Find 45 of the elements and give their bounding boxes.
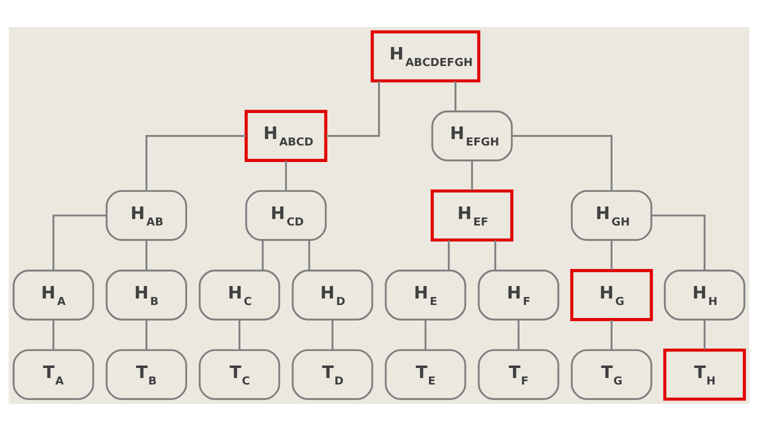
connector: [146, 135, 246, 191]
connector: [512, 135, 612, 191]
connector: [52, 214, 106, 270]
node-box: H$_{A}$: [12, 270, 94, 320]
connector: [146, 320, 148, 350]
connector: [52, 320, 54, 350]
node-box: H$_{E}$: [384, 270, 466, 320]
node-box: H$_{CD}$: [245, 190, 327, 241]
connector: [308, 240, 310, 270]
node-box: H$_{F}$: [478, 270, 560, 320]
connector: [610, 240, 612, 270]
node-box: T$_{G}$: [570, 349, 652, 400]
node-box: T$_{E}$: [384, 349, 466, 400]
node-box: H$_{ABCDEFGH}$: [370, 30, 480, 82]
connector: [704, 320, 706, 350]
node-box: H$_{C}$: [198, 270, 280, 320]
connector: [285, 160, 287, 190]
node-box: T$_{D}$: [292, 349, 374, 400]
connector: [494, 240, 496, 270]
connector: [146, 240, 148, 270]
node-box: H$_{AB}$: [106, 190, 188, 241]
node-box: H$_{G}$: [570, 269, 653, 322]
node-box: H$_{B}$: [106, 270, 188, 320]
connector: [518, 320, 520, 350]
connector: [471, 160, 473, 190]
connector: [448, 240, 450, 270]
connector: [652, 214, 706, 270]
node-box: H$_{EFGH}$: [431, 110, 513, 162]
node-box: T$_{A}$: [12, 349, 94, 400]
node-box: T$_{H}$: [663, 348, 746, 401]
node-box: T$_{C}$: [198, 349, 280, 400]
node-box: H$_{ABCD}$: [244, 110, 328, 162]
connector: [610, 320, 612, 350]
connector: [454, 81, 456, 111]
node-box: T$_{B}$: [106, 349, 188, 400]
node-box: T$_{F}$: [478, 349, 560, 400]
node-box: H$_{GH}$: [570, 190, 652, 241]
connector: [326, 81, 380, 137]
connector: [424, 320, 426, 350]
node-box: H$_{EF}$: [430, 190, 514, 242]
connector: [262, 240, 264, 270]
node-box: H$_{D}$: [292, 270, 374, 320]
node-box: H$_{H}$: [664, 270, 746, 320]
connector: [238, 320, 240, 350]
connector: [332, 320, 334, 350]
